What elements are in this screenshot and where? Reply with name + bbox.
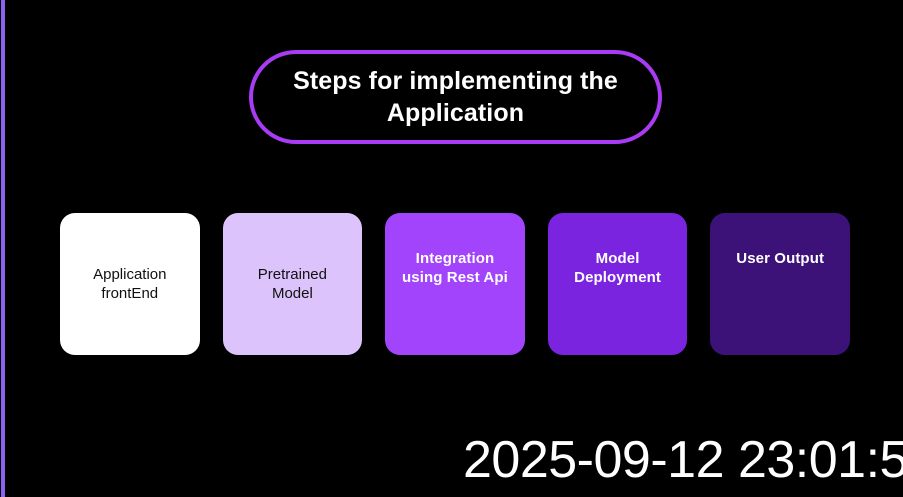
title-pill: Steps for implementing the Application: [249, 50, 662, 144]
step-label: User Output: [736, 250, 825, 267]
step-box[interactable]: User Output: [710, 213, 850, 355]
step-label: Integration using Rest Api: [402, 250, 508, 287]
page-title: Steps for implementing the Application: [293, 67, 618, 127]
step-box[interactable]: Application frontEnd: [60, 213, 200, 355]
timestamp: 2025-09-12 23:01:52: [463, 431, 903, 489]
step-box[interactable]: Integration using Rest Api: [385, 213, 525, 355]
step-label: Model Deployment: [574, 250, 661, 287]
step-label: Application frontEnd: [93, 265, 167, 302]
step-label: Pretrained Model: [257, 265, 327, 302]
step-box[interactable]: Pretrained Model: [222, 213, 363, 355]
steps-row: Application frontEnd Pretrained Model Inte…: [60, 213, 850, 355]
left-accent-strip: [1, 0, 5, 497]
step-box[interactable]: Model Deployment: [547, 213, 688, 355]
